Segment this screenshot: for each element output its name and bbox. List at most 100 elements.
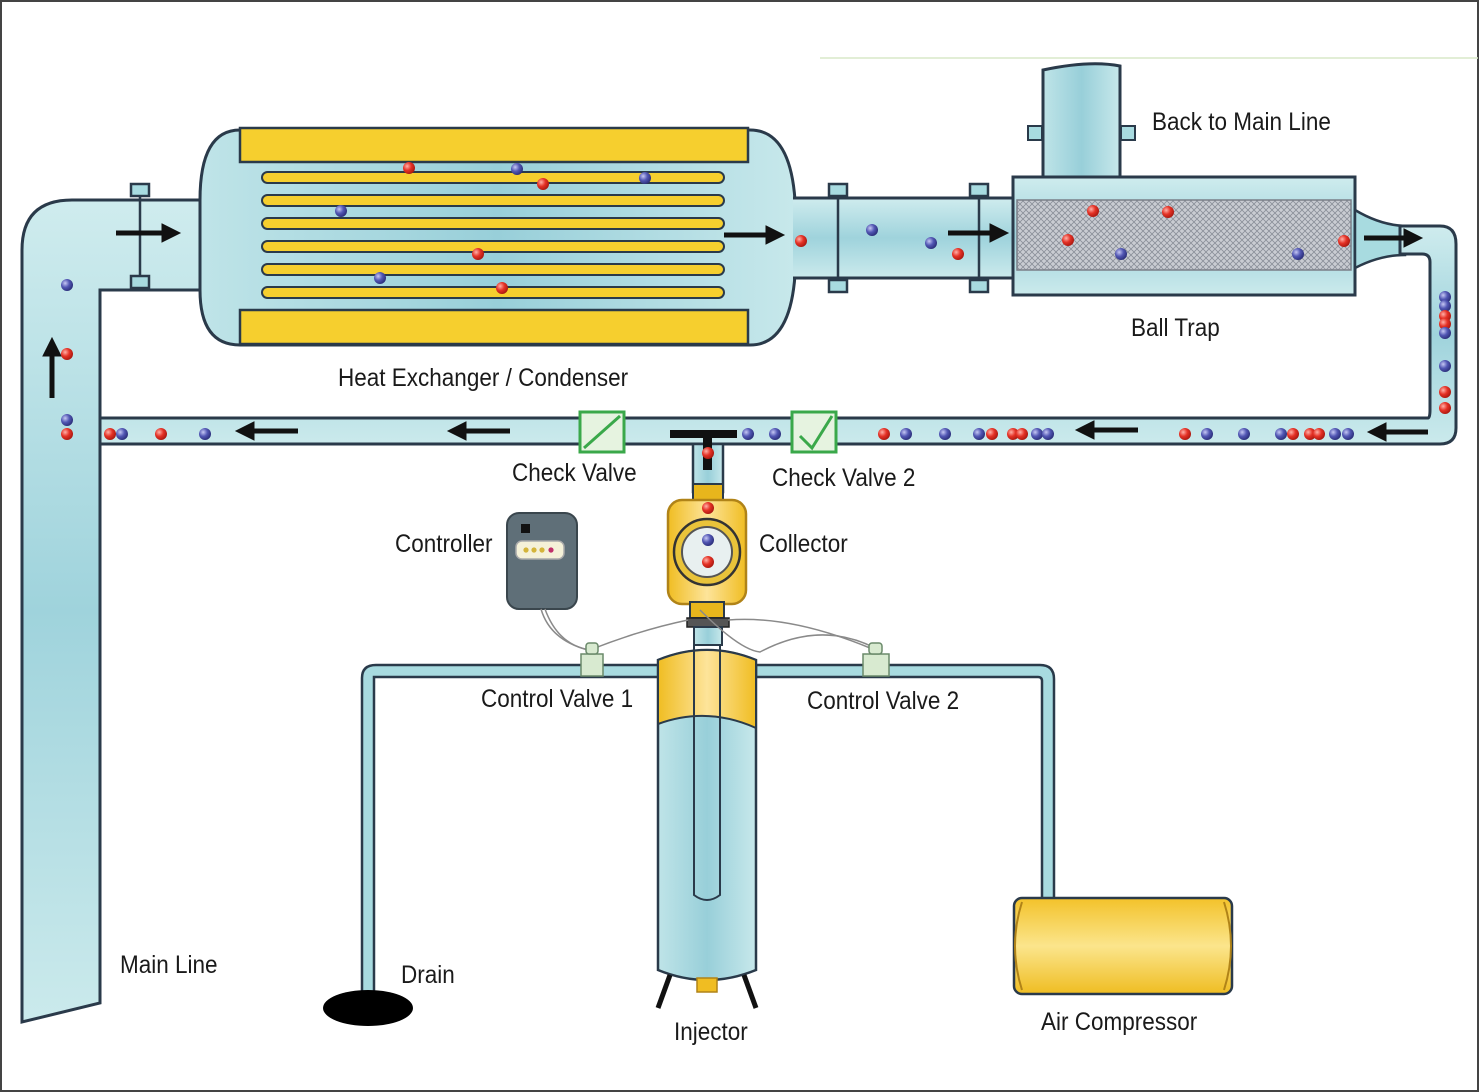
blue-ball xyxy=(925,237,937,249)
red-ball xyxy=(1179,428,1191,440)
blue-ball xyxy=(1329,428,1341,440)
blue-ball xyxy=(973,428,985,440)
check-valve-2 xyxy=(790,410,838,454)
red-ball xyxy=(702,447,714,459)
blue-ball xyxy=(1275,428,1287,440)
blue-ball xyxy=(116,428,128,440)
control-valve-1 xyxy=(580,642,604,677)
red-ball xyxy=(1007,428,1019,440)
red-ball xyxy=(702,502,714,514)
exchanger-top-plate xyxy=(238,126,750,164)
control-valve-2 xyxy=(862,642,890,677)
blue-ball xyxy=(1439,327,1451,339)
label-controller: Controller xyxy=(395,530,493,558)
red-ball xyxy=(1287,428,1299,440)
red-ball xyxy=(1016,428,1028,440)
red-ball xyxy=(1439,386,1451,398)
flange-left xyxy=(129,182,151,290)
controller xyxy=(506,512,578,610)
red-ball xyxy=(496,282,508,294)
label-back-to-main-line: Back to Main Line xyxy=(1152,108,1331,136)
red-ball xyxy=(537,178,549,190)
red-ball xyxy=(104,428,116,440)
return-pipe xyxy=(98,224,1458,446)
red-ball xyxy=(1439,402,1451,414)
label-ball-trap: Ball Trap xyxy=(1131,314,1220,342)
blue-ball xyxy=(511,163,523,175)
blue-ball xyxy=(769,428,781,440)
flow-arrows xyxy=(42,223,1428,442)
blue-ball xyxy=(61,279,73,291)
label-collector: Collector xyxy=(759,530,848,558)
blue-ball xyxy=(374,272,386,284)
red-ball xyxy=(1087,205,1099,217)
flow-arrow xyxy=(1074,420,1138,440)
flow-arrow xyxy=(42,336,62,398)
blue-ball xyxy=(1439,360,1451,372)
red-ball xyxy=(795,235,807,247)
flow-arrow xyxy=(1364,228,1424,248)
blue-ball xyxy=(1342,428,1354,440)
exchanger-bottom-plate xyxy=(238,308,750,346)
label-check-valve: Check Valve xyxy=(512,459,637,487)
blue-ball xyxy=(900,428,912,440)
red-ball xyxy=(1162,206,1174,218)
red-ball xyxy=(702,556,714,568)
blue-ball xyxy=(1201,428,1213,440)
red-ball xyxy=(986,428,998,440)
red-ball xyxy=(61,348,73,360)
check-valve-1 xyxy=(578,410,626,454)
blue-ball xyxy=(1115,248,1127,260)
drain-hole xyxy=(323,990,413,1026)
control-line-left xyxy=(360,663,662,1008)
blue-ball xyxy=(1238,428,1250,440)
label-control-valve-2: Control Valve 2 xyxy=(807,687,960,715)
blue-ball xyxy=(702,534,714,546)
blue-ball xyxy=(1292,248,1304,260)
red-ball xyxy=(403,162,415,174)
blue-ball xyxy=(1439,291,1451,303)
injector xyxy=(655,645,759,1009)
red-ball xyxy=(1313,428,1325,440)
flow-arrow xyxy=(446,421,510,441)
label-control-valve-1: Control Valve 1 xyxy=(481,685,634,713)
flow-arrow xyxy=(724,225,786,245)
heat-exchanger xyxy=(198,126,797,347)
riser-pipe xyxy=(1041,62,1122,180)
ball-trap xyxy=(1011,62,1407,297)
flow-arrow xyxy=(1366,422,1428,442)
red-ball xyxy=(61,428,73,440)
flanges-middle xyxy=(827,182,990,294)
air-compressor xyxy=(1012,896,1234,996)
blue-ball xyxy=(866,224,878,236)
red-ball xyxy=(878,428,890,440)
blue-ball xyxy=(335,205,347,217)
label-heat-exchanger: Heat Exchanger / Condenser xyxy=(338,364,629,392)
label-injector: Injector xyxy=(674,1018,748,1046)
red-ball xyxy=(155,428,167,440)
label-main-line: Main Line xyxy=(120,951,218,979)
cleaning-balls xyxy=(61,162,1451,568)
red-ball xyxy=(1062,234,1074,246)
red-ball xyxy=(472,248,484,260)
red-ball xyxy=(1439,318,1451,330)
blue-ball xyxy=(639,172,651,184)
main-line-pipe xyxy=(20,198,207,1024)
red-ball xyxy=(1338,235,1350,247)
pipe-hx-to-trap xyxy=(793,196,1015,280)
blue-ball xyxy=(742,428,754,440)
blue-ball xyxy=(61,414,73,426)
blue-ball xyxy=(199,428,211,440)
exchanger-tubes xyxy=(261,171,725,299)
red-ball xyxy=(952,248,964,260)
label-air-compressor: Air Compressor xyxy=(1041,1008,1198,1036)
flow-arrow xyxy=(116,223,182,243)
collector xyxy=(666,483,748,646)
blue-ball xyxy=(1042,428,1054,440)
label-drain: Drain xyxy=(401,961,455,989)
blue-ball xyxy=(1031,428,1043,440)
flow-arrow xyxy=(234,421,298,441)
